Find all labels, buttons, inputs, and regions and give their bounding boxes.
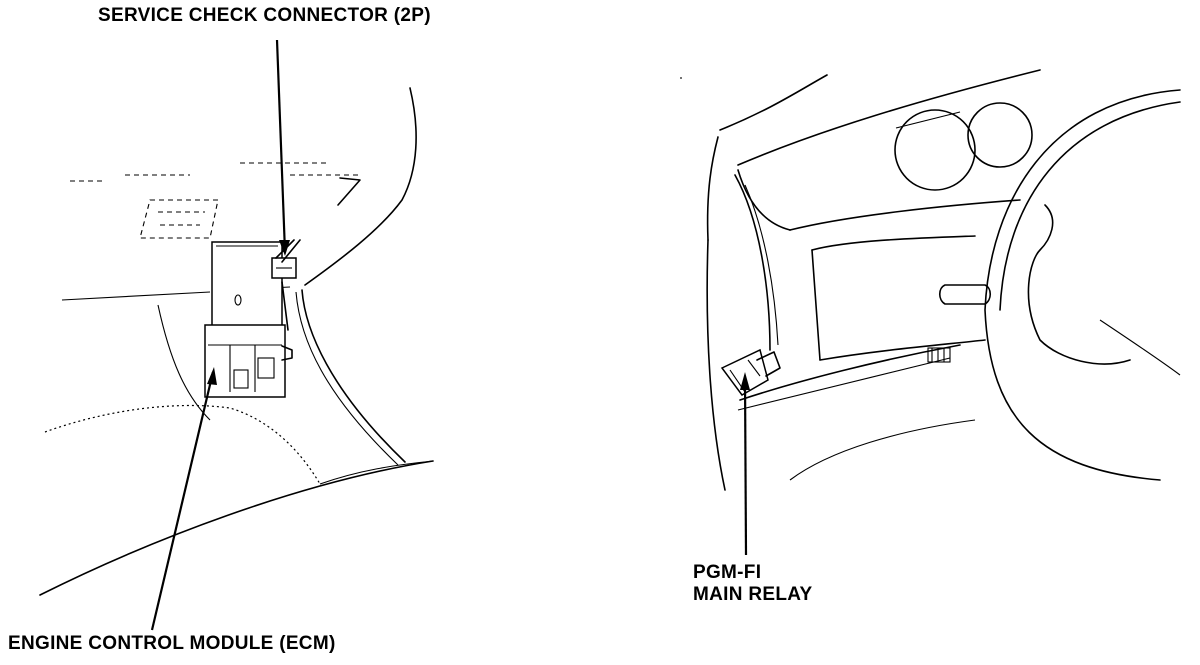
relay-label-line1: PGM-FI: [693, 562, 762, 583]
pgm-fi-main-relay-label: PGM-FI MAIN RELAY: [693, 562, 812, 606]
relay-leader-line: [743, 377, 748, 556]
scc-leader-line: [275, 39, 287, 253]
left-figure-passenger-footwell: [39, 39, 434, 631]
ecm-bracket: [204, 324, 286, 398]
ecm-leader-line: [150, 371, 215, 631]
ecm-arrowhead: [207, 367, 217, 385]
relay-label-line2: MAIN RELAY: [693, 584, 813, 605]
engine-control-module-label: ENGINE CONTROL MODULE (ECM): [8, 633, 336, 654]
service-check-connector-label: SERVICE CHECK CONNECTOR (2P): [98, 5, 431, 26]
scc-arrowhead: [279, 240, 290, 256]
relay-arrowhead: [740, 372, 750, 390]
ecm-body: [211, 241, 283, 333]
right-figure-driver-dash: [680, 69, 1181, 556]
